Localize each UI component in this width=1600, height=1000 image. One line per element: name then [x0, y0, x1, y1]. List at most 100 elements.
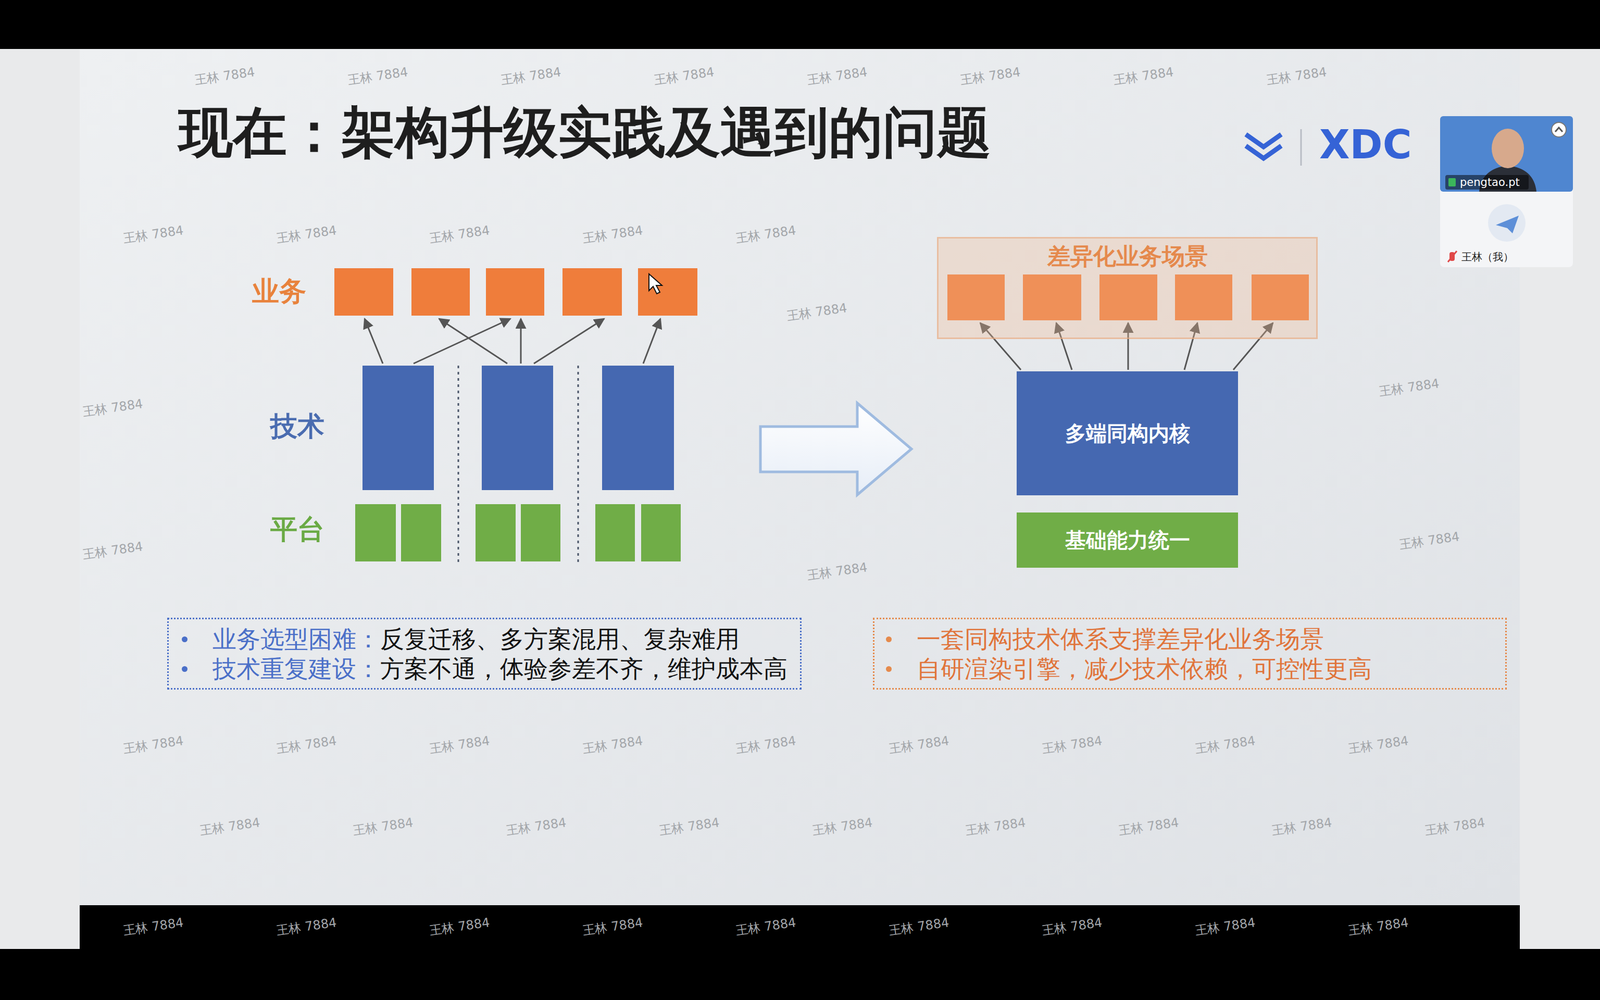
watermark: 王林 7884	[1397, 529, 1460, 553]
watermark: 王林 7884	[1193, 915, 1256, 939]
watermark: 王林 7884	[734, 733, 797, 757]
watermark: 王林 7884	[428, 223, 491, 247]
watermark: 王林 7884	[1423, 815, 1486, 839]
participant-name: 王林（我）	[1461, 251, 1514, 264]
watermark: 王林 7884	[121, 733, 184, 757]
watermark: 王林 7884	[964, 815, 1027, 839]
watermark: 王林 7884	[1117, 815, 1180, 839]
bullet-term: 业务选型困难：	[212, 623, 381, 656]
watermark: 王林 7884	[275, 223, 337, 247]
platform-box	[595, 504, 635, 562]
tech-bar	[481, 365, 554, 491]
arrow-line	[364, 318, 383, 364]
slide-background	[79, 48, 1520, 906]
bullet-line: 业务选型困难：反复迁移、多方案混用、复杂难用	[181, 624, 740, 655]
person-head	[1491, 128, 1524, 169]
watermark: 王林 7884	[1346, 733, 1409, 757]
watermark: 王林 7884	[581, 733, 644, 757]
arrow-group	[364, 318, 661, 364]
name-tag	[1445, 175, 1529, 190]
divider-line	[577, 365, 580, 564]
watermark: 王林 7884	[1265, 65, 1328, 89]
watermark: 王林 7884	[198, 815, 261, 839]
watermark: 王林 7884	[810, 815, 873, 839]
watermark: 王林 7884	[275, 915, 337, 939]
watermark: 王林 7884	[1111, 65, 1174, 89]
watermark: 王林 7884	[1377, 376, 1440, 400]
bullet-dot	[885, 666, 892, 672]
watermark: 王林 7884	[346, 65, 409, 89]
watermark: 王林 7884	[81, 396, 144, 420]
arrow-line	[533, 318, 605, 364]
mic-muted-slash	[1447, 251, 1457, 262]
collapse-button	[1551, 122, 1567, 137]
bullet-text: 一套同构技术体系支撑差异化业务场景	[916, 623, 1324, 656]
watermark: 王林 7884	[121, 915, 184, 939]
arrow-line	[643, 318, 661, 364]
platform-box	[520, 504, 561, 562]
arrow-line	[413, 318, 511, 364]
problem-box: 业务选型困难：反复迁移、多方案混用、复杂难用技术重复建设：方案不通，体验参差不齐…	[167, 617, 802, 690]
watermark: 王林 7884	[504, 815, 567, 839]
watermark: 王林 7884	[581, 223, 644, 247]
tech-bar	[602, 365, 674, 491]
watermark: 王林 7884	[887, 915, 950, 939]
watermark: 王林 7884	[734, 223, 797, 247]
logo-divider	[1300, 129, 1303, 166]
letterbox-bar	[79, 905, 1520, 949]
bullet-dot	[181, 636, 188, 643]
bullet-term: 技术重复建设：	[212, 653, 381, 686]
watermark: 王林 7884	[499, 65, 562, 89]
watermark: 王林 7884	[785, 301, 848, 324]
window-frame	[0, 48, 1600, 949]
watermark: 王林 7884	[958, 65, 1021, 89]
watermark: 王林 7884	[734, 915, 797, 939]
watermark: 王林 7884	[428, 915, 491, 939]
mic-icon	[1448, 178, 1456, 187]
kernel-box: 多端同构内核	[1016, 371, 1239, 496]
watermark: 王林 7884	[428, 733, 491, 757]
watermark: 王林 7884	[193, 65, 256, 89]
avatar	[1488, 204, 1526, 242]
base-box: 基础能力统一	[1016, 512, 1239, 568]
watermark: 王林 7884	[1193, 733, 1256, 757]
video-tile	[1440, 116, 1573, 192]
bullet-text: 反复迁移、多方案混用、复杂难用	[380, 623, 740, 656]
bullet-text: 方案不通，体验参差不齐，维护成本高	[380, 653, 788, 686]
bullet-text: 自研渲染引擎，减少技术依赖，可控性更高	[916, 653, 1372, 686]
watermark: 王林 7884	[121, 223, 184, 247]
slide-title: 现在：架构升级实践及遇到的问题	[178, 101, 992, 165]
platform-box	[641, 504, 681, 562]
watermark: 王林 7884	[1270, 815, 1333, 839]
bullet-line: 技术重复建设：方案不通，体验参差不齐，维护成本高	[181, 654, 788, 684]
watermark: 王林 7884	[805, 560, 868, 584]
solution-box: 一套同构技术体系支撑差异化业务场景自研渲染引擎，减少技术依赖，可控性更高	[872, 617, 1507, 690]
divider-line	[457, 365, 460, 564]
business-box	[411, 268, 470, 316]
participant-panel	[1440, 116, 1573, 268]
bullet-line: 自研渲染引擎，减少技术依赖，可控性更高	[885, 654, 1372, 684]
row-label: 业务	[252, 276, 307, 308]
row-label: 平台	[270, 514, 325, 546]
watermark: 王林 7884	[887, 733, 950, 757]
logo-chevron	[1245, 134, 1282, 147]
arrow-line	[439, 318, 508, 364]
bullet-line: 一套同构技术体系支撑差异化业务场景	[885, 624, 1324, 655]
platform-box	[401, 504, 442, 562]
business-box	[334, 268, 394, 316]
business-box	[562, 268, 622, 316]
transition-arrow	[760, 403, 912, 495]
watermark: 王林 7884	[351, 815, 414, 839]
node-label: 基础能力统一	[1065, 527, 1191, 553]
node-label: 多端同构内核	[1065, 420, 1191, 446]
watermark: 王林 7884	[652, 65, 715, 89]
bullet-dot	[181, 666, 188, 672]
collapse-chevron	[1555, 127, 1563, 132]
watermark: 王林 7884	[805, 65, 868, 89]
platform-box	[475, 504, 516, 562]
platform-box	[355, 504, 396, 562]
business-box	[485, 268, 545, 316]
arrow-line	[520, 318, 522, 364]
